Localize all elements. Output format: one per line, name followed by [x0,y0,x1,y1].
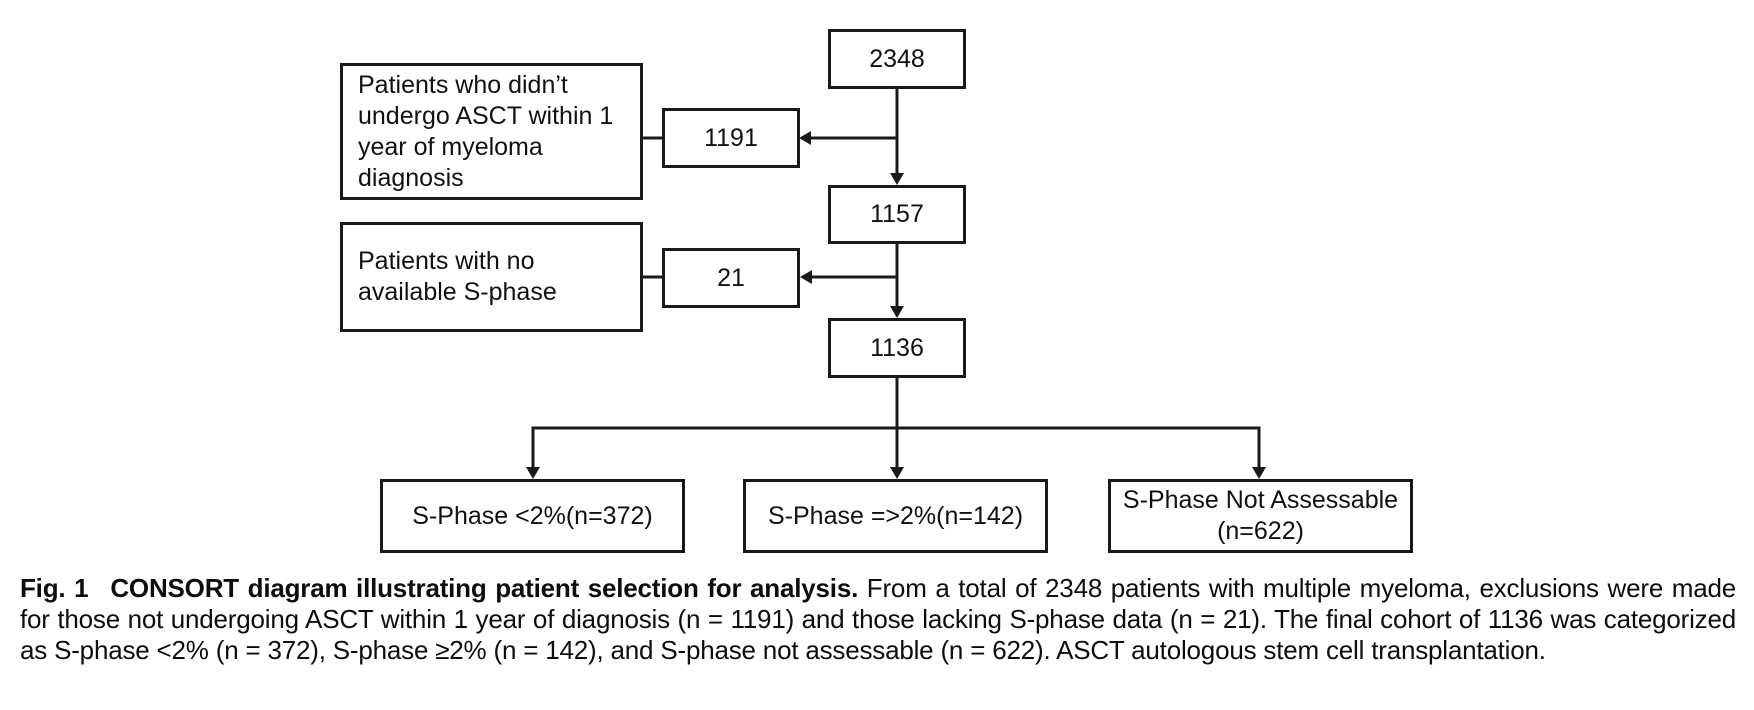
node-excluded-no-asct-reason: Patients who didn’t undergo ASCT within … [340,63,643,200]
caption-title: CONSORT diagram illustrating patient sel… [110,573,859,603]
node-excluded-no-asct-count: 1191 [662,108,800,168]
node-sphase-ge2: S-Phase =>2%(n=142) [743,479,1048,553]
node-excluded-no-sphase-reason: Patients with no available S-phase [340,222,643,332]
node-sphase-not-assessable: S-Phase Not Assessable (n=622) [1108,479,1413,553]
node-final-cohort: 1136 [828,318,966,378]
arrow-total-to-1157 [890,89,904,185]
caption-body: From a total of 2348 patients with multi… [20,573,1736,665]
arrow-1157-to-1136 [890,244,904,318]
node-excluded-no-sphase-count: 21 [662,248,800,308]
caption-figure-label: Fig. 1 [20,573,89,603]
node-post-asct-cohort: 1157 [828,185,966,244]
node-total-patients: 2348 [828,29,966,89]
figure-caption: Fig. 1 CONSORT diagram illustrating patie… [20,573,1736,666]
split-branches [526,378,1266,479]
node-sphase-lt2: S-Phase <2%(n=372) [380,479,685,553]
